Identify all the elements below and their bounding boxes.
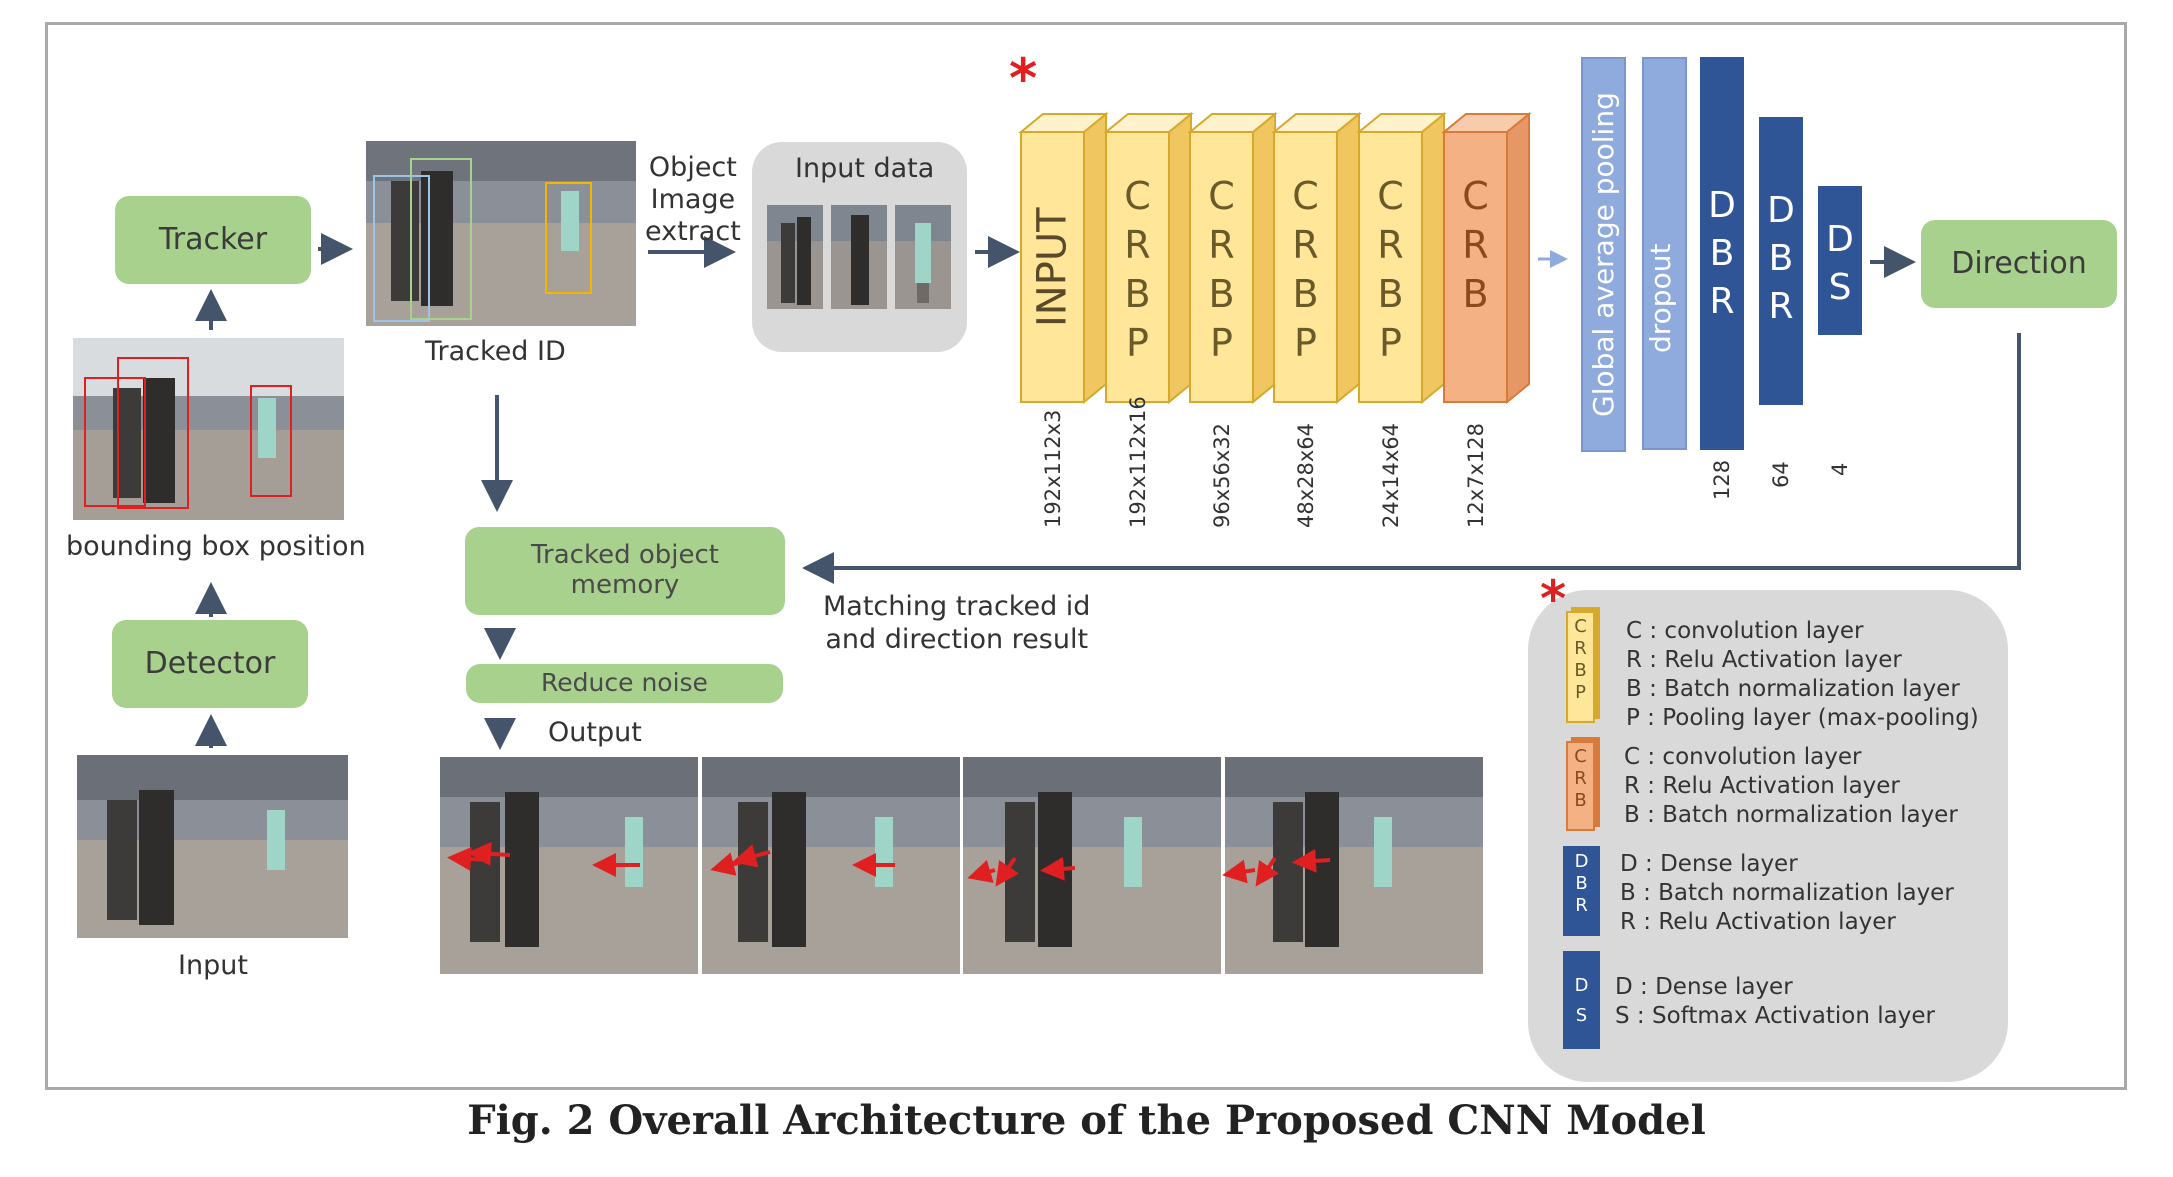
- legend-line-4-2: S : Softmax Activation layer: [1615, 1003, 1935, 1029]
- red-direction-arrow-1-2: [467, 841, 511, 866]
- output-photo-3: [963, 757, 1221, 974]
- legend-line-2-1: C : convolution layer: [1624, 744, 1862, 770]
- tracker-box: Tracker: [115, 196, 311, 284]
- global-average-pooling-block: Global average pooling: [1581, 57, 1626, 452]
- legend-line-2-2: R : Relu Activation layer: [1624, 773, 1900, 799]
- bbox-position-label: bounding box position: [66, 531, 366, 562]
- matching-label: Matching tracked id and direction result: [823, 591, 1091, 655]
- legend-panel: [1528, 590, 2008, 1082]
- object-extract-label: Object Image extract: [645, 152, 741, 247]
- legend-line-3-3: R : Relu Activation layer: [1620, 909, 1896, 935]
- arrow-direction-memory: [802, 333, 2021, 584]
- output-photo-4: [1225, 757, 1483, 974]
- cnn-asterisk: *: [1009, 47, 1038, 110]
- legend-line-1-4: P : Pooling layer (max-pooling): [1626, 705, 1979, 731]
- legend-line-1-2: R : Relu Activation layer: [1626, 647, 1902, 673]
- dense-block-label-3: D S: [1826, 219, 1854, 308]
- red-direction-arrow-2-1: [710, 852, 751, 876]
- dense-block-3: D S: [1818, 186, 1862, 335]
- cnn-block-1: [1018, 111, 1109, 405]
- input-label: Input: [178, 950, 248, 981]
- dense-block-2: D B R: [1759, 117, 1803, 405]
- output-photo-2: [702, 757, 960, 974]
- legend-line-3-2: B : Batch normalization layer: [1620, 880, 1954, 906]
- figure-frame: [45, 22, 2127, 1090]
- reduce-noise-box: Reduce noise: [466, 664, 783, 703]
- cnn-block-2: [1103, 111, 1194, 405]
- red-direction-arrow-4-3: [1292, 848, 1331, 873]
- cnn-block-3: [1187, 111, 1278, 405]
- cnn-block-4: [1271, 111, 1362, 405]
- legend-icon-1: C R B P: [1566, 611, 1595, 723]
- bbox-photo: [73, 338, 344, 520]
- red-direction-arrow-2-2: [732, 844, 771, 868]
- dense-block-label-1: D B R: [1708, 185, 1736, 322]
- red-direction-arrow-1-1: [447, 846, 491, 871]
- tracked-id-label: Tracked ID: [425, 336, 566, 367]
- output-photo-1: [440, 757, 698, 974]
- cnn-block-label-4: C R B P: [1292, 174, 1319, 365]
- cnn-block-label-3: C R B P: [1208, 174, 1235, 365]
- legend-icon-2: C R B: [1566, 741, 1595, 831]
- cnn-block-6: [1441, 111, 1532, 405]
- input-data-label: Input data: [795, 153, 935, 184]
- legend-line-3-1: D : Dense layer: [1620, 851, 1798, 877]
- output-label: Output: [548, 717, 642, 748]
- legend-line-2-3: B : Batch normalization layer: [1624, 802, 1958, 828]
- legend-line-1-1: C : convolution layer: [1626, 618, 1864, 644]
- red-direction-arrow-4-2: [1255, 856, 1279, 887]
- legend-line-1-3: B : Batch normalization layer: [1626, 676, 1960, 702]
- detector-box: Detector: [112, 620, 308, 708]
- input-crop-1: [767, 205, 823, 309]
- cnn-block-label-6: C R B: [1462, 174, 1489, 316]
- legend-asterisk: *: [1540, 570, 1567, 628]
- cnn-block-label-5: C R B P: [1377, 174, 1404, 365]
- input-crop-3: [895, 205, 951, 309]
- dense-block-1: D B R: [1700, 57, 1744, 450]
- legend-icon-3: D B R: [1563, 846, 1600, 936]
- tracked-memory-box: Tracked object memory: [465, 527, 785, 615]
- input-photo: [77, 755, 348, 938]
- figure-caption: Fig. 2 Overall Architecture of the Propo…: [467, 1097, 1706, 1144]
- dropout-block: dropout: [1642, 57, 1687, 450]
- legend-icon-4: D S: [1563, 951, 1600, 1049]
- direction-box: Direction: [1921, 220, 2117, 308]
- cnn-block-label-2: C R B P: [1124, 174, 1151, 365]
- dense-block-label-2: D B R: [1767, 190, 1795, 327]
- input-crop-2: [831, 205, 887, 309]
- cnn-block-5: [1356, 111, 1447, 405]
- red-direction-arrow-3-3: [1040, 856, 1076, 881]
- legend-line-4-1: D : Dense layer: [1615, 974, 1793, 1000]
- red-direction-arrow-3-1: [967, 859, 996, 883]
- tracked-id-photo: [366, 141, 636, 326]
- red-direction-arrow-3-2: [995, 856, 1019, 887]
- red-direction-arrow-4-1: [1222, 859, 1256, 884]
